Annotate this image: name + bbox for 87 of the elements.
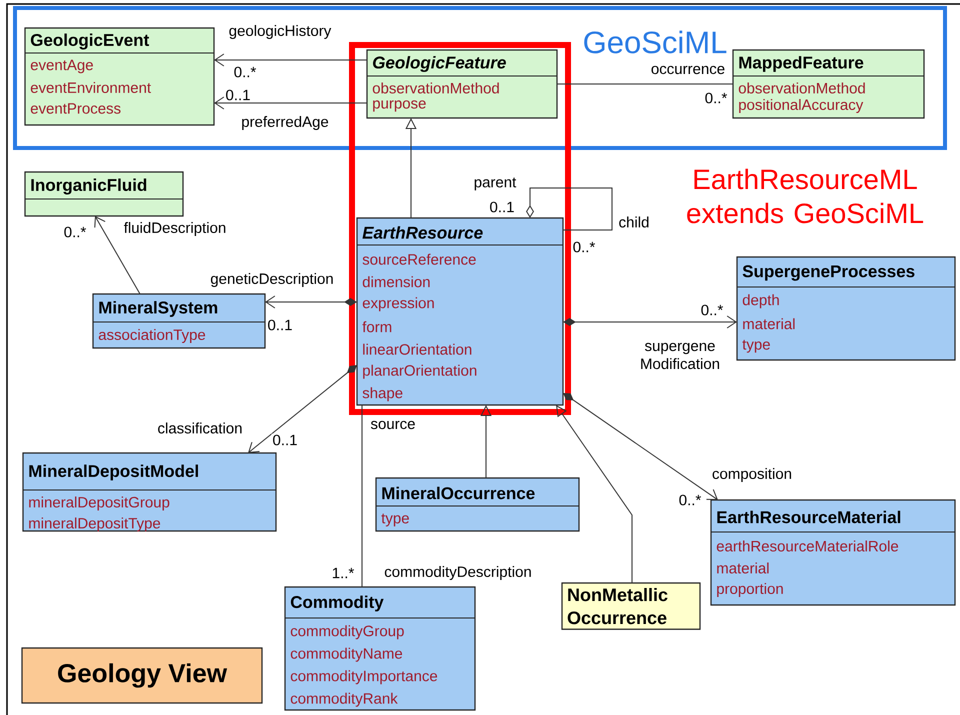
package-title: GeoSciML (584, 30, 726, 54)
attribute: dimension (362, 276, 430, 288)
association-arrow (563, 393, 718, 500)
edge-label: classification (156, 422, 244, 435)
class-name: MineralSystem (99, 301, 218, 317)
attribute: eventEnvironment (30, 82, 151, 93)
multiplicity-label: 0..* (678, 494, 702, 506)
multiplicity-label: 0..* (704, 92, 728, 104)
edge-label: geneticDescription (209, 272, 335, 288)
multiplicity-label: 0..* (572, 240, 596, 254)
class-box (375, 477, 580, 532)
class-name: MineralOccurrence (382, 486, 535, 500)
edge-label: geologicHistory (228, 24, 332, 40)
highlight-frame (349, 42, 571, 415)
attribute: shape (362, 387, 402, 402)
class-name: MappedFeature (739, 56, 864, 72)
class-box (22, 452, 277, 532)
attribute: observationMethod (738, 82, 865, 94)
class-name: GeologicEvent (30, 34, 150, 50)
role-label: source (370, 420, 417, 430)
attribute: type (742, 340, 770, 353)
attribute: observationMethod (372, 82, 499, 94)
class-box (366, 49, 558, 119)
association-arrow (94, 216, 140, 294)
multiplicity-label: 0..* (232, 66, 258, 78)
edge-label: fluidDescription (122, 221, 228, 237)
edge-label: supergene Modification (629, 342, 731, 370)
attribute: earthResourceMaterialRole (716, 540, 898, 552)
class-name: InorganicFluid (31, 178, 146, 194)
attribute: proportion (717, 583, 783, 597)
multiplicity-label: 0..1 (272, 434, 299, 446)
attribute: mineralDepositGroup (29, 496, 170, 510)
class-box (24, 171, 184, 217)
attribute: depth (742, 294, 779, 308)
role-label: parent (472, 176, 518, 192)
generalization-arrow (556, 405, 632, 584)
edge-label: composition (711, 467, 794, 483)
multiplicity-label: 0..1 (488, 200, 516, 214)
class-box (92, 293, 266, 349)
association-arrow (248, 365, 357, 453)
attribute: form (362, 321, 392, 332)
multiplicity-label: 0..* (700, 304, 724, 316)
association-arrow (265, 296, 357, 308)
attribute: material (743, 318, 795, 330)
attribute: commodityName (290, 648, 402, 662)
attribute: commodityImportance (290, 670, 438, 684)
attribute: type (381, 514, 409, 526)
attribute: eventAge (30, 60, 93, 74)
edge-label: child (618, 216, 650, 228)
multiplicity-label: 1..* (330, 566, 356, 580)
attribute: sourceReference (362, 254, 476, 265)
multiplicity-label: 0..* (62, 226, 88, 238)
class-box (710, 499, 956, 606)
attribute: positionalAccuracy (739, 99, 864, 113)
attribute: expression (362, 297, 434, 312)
class-name: Commodity (290, 596, 384, 612)
self-association-line (526, 188, 612, 230)
edge-label: preferredAge (240, 115, 330, 131)
multiplicity-label: 0..1 (266, 318, 294, 332)
multiplicity-label: 0..1 (224, 88, 252, 102)
association-arrow (214, 54, 368, 66)
attribute: purpose (373, 100, 426, 112)
class-box: NonMetallic Occurrence (561, 582, 701, 630)
edge-label: commodityDescription (383, 565, 533, 581)
class-box (736, 256, 956, 361)
class-name: EarthResourceMaterial (717, 510, 900, 524)
attribute: associationType (98, 329, 206, 343)
class-box (284, 586, 476, 711)
class-name: SupergeneProcesses (742, 265, 914, 281)
attribute: eventProcess (30, 103, 121, 114)
association-arrow (214, 96, 368, 110)
association-arrow (563, 316, 738, 328)
class-box (732, 49, 925, 119)
frame-caption: EarthResourceML extends GeoSciML (687, 168, 924, 224)
attribute: planarOrientation (363, 364, 476, 379)
attribute: commodityRank (290, 692, 398, 707)
attribute: material (717, 562, 769, 574)
view-label-box: Geology View (21, 647, 263, 704)
class-name: EarthResource (362, 226, 483, 239)
edge-label: occurrence (650, 64, 726, 76)
class-box (356, 217, 564, 406)
attribute: mineralDepositType (29, 518, 160, 532)
attribute: commodityGroup (290, 625, 404, 640)
class-box (24, 27, 215, 126)
attribute: linearOrientation (363, 344, 472, 355)
class-name: MineralDepositModel (29, 464, 198, 480)
class-name: GeologicFeature (373, 56, 506, 72)
